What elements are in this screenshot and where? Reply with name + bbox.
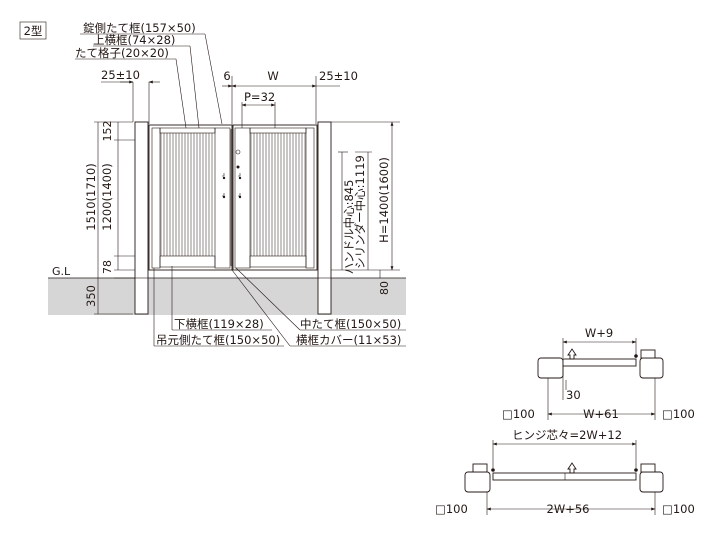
- callout-leaders-bottom: [153, 266, 406, 347]
- plan2-post-left-label: □100: [435, 502, 468, 516]
- plan1-post-right-label: □100: [662, 407, 695, 421]
- cylinder-icon: [235, 149, 241, 155]
- callout-lock-side-frame: 錠側たて框(157×50): [83, 21, 196, 35]
- w-label: W: [267, 69, 278, 83]
- left-post: [134, 121, 149, 315]
- pitch-label: P=32: [244, 90, 275, 104]
- lattice-bars-right: [250, 133, 306, 256]
- plan1-mid-label: 30: [566, 388, 581, 402]
- right-door: [232, 124, 318, 271]
- d1510-label: 1510(1710): [84, 163, 98, 231]
- cylinder-center-label: シリンダー中心:1119: [353, 155, 367, 269]
- swing-arrow-icon: [567, 462, 577, 474]
- gl-label: G.L: [52, 265, 71, 278]
- lattice-bars-left: [160, 133, 213, 256]
- d80-label: 80: [378, 281, 391, 295]
- handle-center-label: ハンドル中心:845: [342, 180, 356, 275]
- right-post: [317, 121, 332, 315]
- callout-lattice-bar: たて格子(20×20): [75, 46, 169, 60]
- d1200-label: 1200(1400): [100, 163, 114, 231]
- cylinder-dot-icon: [236, 165, 240, 169]
- gap-left-label: 25±10: [101, 68, 140, 82]
- plan-view-double: [464, 440, 664, 515]
- d78-label: 78: [101, 260, 114, 274]
- left-door: [148, 124, 233, 271]
- plan2-post-right-label: □100: [662, 502, 695, 516]
- right-vertical-dims: [331, 121, 400, 278]
- plan2-bottom-label: 2W+56: [547, 502, 590, 516]
- swing-arrow-icon: [567, 348, 577, 360]
- type-label: 2型: [24, 24, 43, 38]
- type-badge: [19, 21, 47, 40]
- callout-hinge-side-frame: 吊元側たて框(150×50): [156, 333, 280, 347]
- callout-middle-frame: 中たて框(150×50): [300, 317, 401, 331]
- callout-rail-cover: 横框カバー(11×53): [296, 333, 401, 347]
- ground-fill: [48, 278, 406, 315]
- gap-left-dim: [101, 80, 160, 124]
- plan-view-single: [537, 338, 664, 420]
- gap-right-label: 25±10: [319, 69, 358, 83]
- plan1-bottom-label: W+61: [583, 407, 619, 421]
- width-dim: [222, 76, 340, 124]
- plan2-top-label: ヒンジ芯々=2W+12: [512, 428, 622, 442]
- plan1-top-label: W+9: [585, 326, 613, 340]
- d152-label: 152: [101, 121, 114, 142]
- callout-bottom-rail: 下横框(119×28): [174, 317, 264, 331]
- callout-leaders-top: [75, 33, 223, 129]
- callout-top-rail: 上横框(74×28): [93, 33, 175, 47]
- pitch-dim: [241, 102, 276, 128]
- height-label: H=1400(1600): [377, 157, 391, 243]
- left-vertical-dims: [94, 121, 135, 315]
- six-label: 6: [223, 69, 230, 83]
- plan1-post-left-label: □100: [502, 407, 535, 421]
- d350-label: 350: [84, 285, 98, 307]
